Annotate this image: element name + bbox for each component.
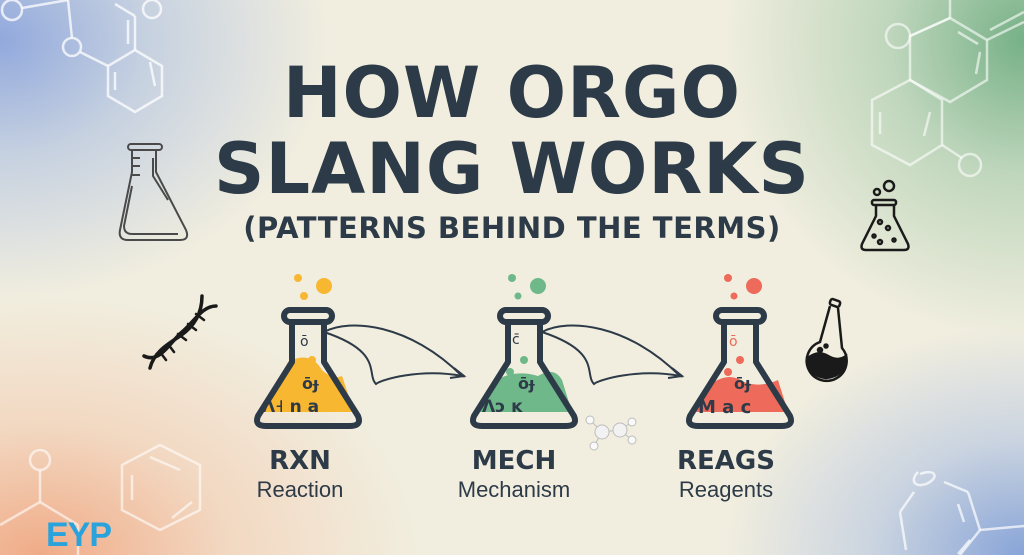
- term-mech: MECH Mechanism: [424, 446, 604, 504]
- brand-logo: EYP: [46, 516, 112, 554]
- flask-reags-neck-mark: ō: [729, 334, 738, 350]
- flask-reags-mid-mark: ōɟ: [734, 374, 751, 393]
- arrow-rxn-to-mech-icon: [321, 324, 467, 386]
- flask-mech-label: Ʌɔ ĸ: [482, 397, 523, 417]
- term-full: Reagents: [678, 477, 774, 502]
- term-reags: REAGS Reagents: [636, 446, 816, 504]
- flask-mech-neck-mark: c̄: [512, 332, 520, 348]
- title-line-1: HOW ORGO: [282, 52, 742, 134]
- title-line-2: SLANG WORKS: [214, 128, 810, 210]
- erlenmeyer-flask-outline-icon: [118, 143, 189, 241]
- bubbling-flask-icon: [860, 179, 910, 252]
- flask-reags-label: M a c: [698, 397, 752, 418]
- molecule-structure-top-left-icon: [0, 0, 164, 114]
- flask-rxn-icon: [254, 274, 362, 429]
- flask-reags-icon: [686, 274, 794, 429]
- term-abbr: RXN: [269, 446, 331, 476]
- flask-rxn-neck-mark: ō: [300, 334, 309, 350]
- dna-helix-icon: [142, 294, 218, 370]
- molecule-icon: [585, 415, 637, 451]
- term-abbr: REAGS: [677, 446, 775, 476]
- molecule-structure-bottom-left-icon: [0, 443, 202, 555]
- term-abbr: MECH: [471, 446, 557, 476]
- term-rxn: RXN Reaction: [210, 446, 390, 504]
- subtitle: (PATTERNS BEHIND THE TERMS): [243, 211, 781, 245]
- term-full: Mechanism: [457, 477, 571, 502]
- term-full: Reaction: [256, 477, 344, 502]
- flask-rxn-label: Ʌ˧ n a: [262, 397, 320, 417]
- molecule-structure-top-right-icon: [870, 0, 1024, 178]
- flask-mech-icon: [470, 274, 578, 429]
- flask-mech-mid-mark: ōɟ: [518, 374, 535, 393]
- molecule-structure-bottom-right-icon: [898, 470, 1024, 555]
- arrow-mech-to-reags-icon: [539, 324, 685, 386]
- flask-rxn-mid-mark: ōɟ: [302, 374, 319, 393]
- round-bottom-flask-icon: [805, 297, 848, 383]
